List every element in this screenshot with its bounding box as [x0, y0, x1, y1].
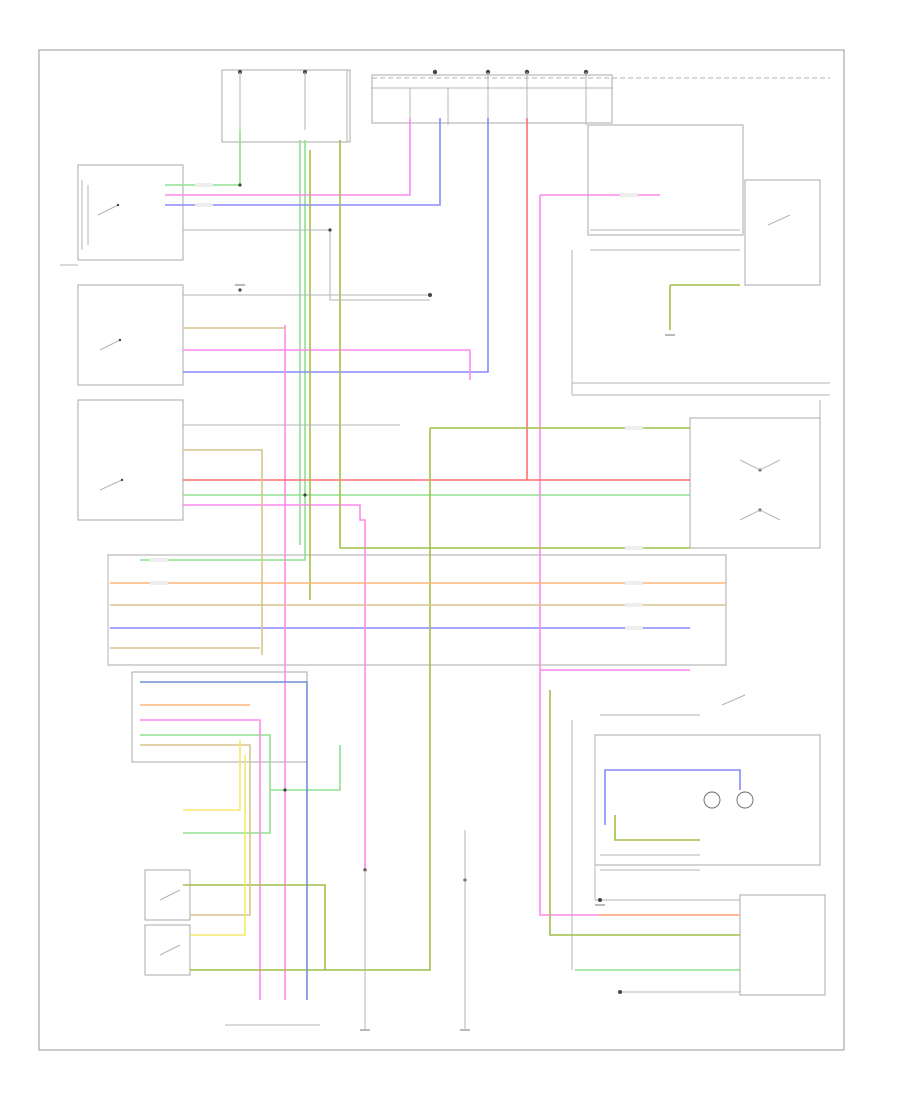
wire-blue: [604, 769, 741, 825]
fuse-block-group: [221, 69, 830, 143]
splice-nodes: [238, 183, 622, 994]
connector-box-lower: [131, 671, 308, 763]
resistor-symbol: [703, 791, 721, 809]
wire-darkblue: [140, 681, 308, 1000]
fuse-vertical-lines: [239, 70, 587, 142]
pressure-switch-box-2: [144, 924, 191, 976]
connector-block: [107, 554, 727, 763]
fuse-box-right: [371, 74, 613, 124]
diagram-frame: [38, 49, 845, 1051]
wire-tan: [183, 449, 263, 655]
resistor-symbol: [736, 791, 754, 809]
switch-contact: [99, 339, 121, 351]
wire-blue: [183, 118, 489, 373]
ground-symbols: [235, 284, 675, 1031]
wire-olive: [614, 815, 700, 841]
wire-gray: [183, 229, 430, 301]
relay-box-2: [77, 284, 184, 386]
wire-gray: [594, 735, 740, 901]
fuse-node: [432, 69, 438, 75]
wire-olive: [183, 884, 326, 970]
left-components: [60, 164, 184, 521]
wire-green: [165, 130, 241, 186]
wire-pink: [183, 504, 366, 870]
relay-box-3: [77, 399, 184, 521]
wire-yellow: [183, 740, 241, 811]
switch-contact: [97, 204, 119, 216]
wire-red: [183, 118, 528, 481]
mode-switch-box: [689, 417, 821, 549]
wire-yellow: [190, 755, 246, 936]
wire-olive: [339, 140, 690, 549]
right-components: [571, 124, 830, 996]
wire-green: [140, 140, 306, 561]
wire-green: [183, 790, 271, 834]
wire-tan: [140, 744, 251, 916]
wire-olive: [190, 428, 431, 971]
pressure-switch-box: [144, 869, 191, 921]
wire-pink: [140, 719, 261, 1000]
wire-olive: [549, 690, 740, 936]
relay-box-top: [77, 164, 184, 261]
wire-runs: [110, 118, 741, 1000]
bottom-left-components: [144, 869, 320, 1026]
motor-box: [739, 894, 826, 996]
switch-contact: [99, 479, 123, 491]
resistor-box: [594, 734, 821, 866]
tiny-labels: [150, 183, 643, 630]
wire-blue: [165, 118, 441, 206]
relay-box-right: [587, 124, 744, 236]
blower-relay-box: [744, 179, 821, 286]
fuse-box-left: [221, 69, 351, 143]
wire-pink: [165, 118, 411, 196]
wire-pink: [183, 349, 471, 380]
